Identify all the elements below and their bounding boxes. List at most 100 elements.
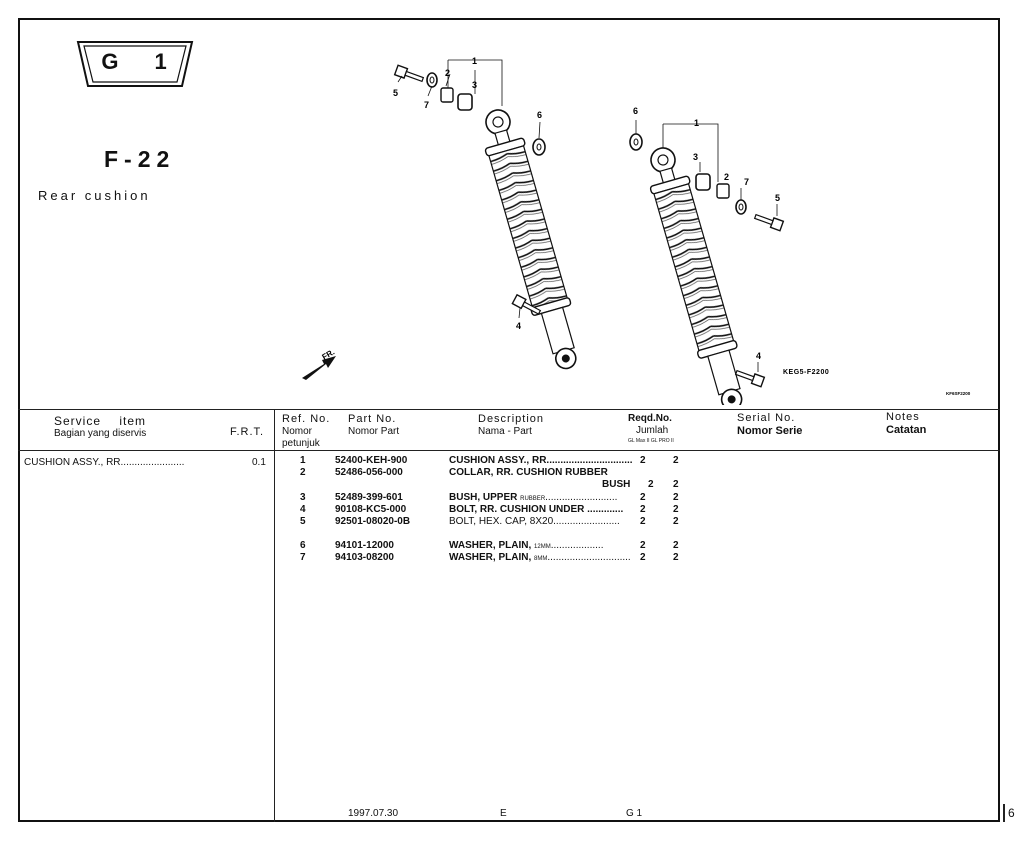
header-description: Description bbox=[478, 413, 545, 425]
header-notes-sub: Catatan bbox=[886, 424, 927, 436]
part-qty-1: 2 bbox=[640, 455, 646, 466]
callout-left-3: 3 bbox=[472, 80, 477, 90]
part-description: BOLT, RR. CUSHION UNDER ............. bbox=[449, 504, 624, 515]
part-description-note: RUBBER bbox=[520, 496, 546, 502]
footer-date: 1997.07.30 bbox=[348, 808, 399, 819]
footer-group: G 1 bbox=[626, 808, 643, 819]
part-description: CUSHION ASSY., RR.......................… bbox=[449, 455, 633, 466]
corner-code: KF6SF2200 bbox=[946, 391, 971, 396]
header-part-no: Part No. bbox=[348, 413, 397, 425]
part-number: 90108-KC5-000 bbox=[335, 504, 407, 515]
badge-letter: G bbox=[101, 49, 121, 74]
right-shock-absorber bbox=[649, 147, 743, 405]
service-item-frt: 0.1 bbox=[252, 457, 266, 468]
part-number: 52400-KEH-900 bbox=[335, 455, 408, 466]
header-reqd-no: Reqd.No. bbox=[628, 413, 672, 424]
part-description-note: 12MM bbox=[534, 544, 551, 550]
callout-right-3: 3 bbox=[693, 152, 698, 162]
header-service-item-sub: Bagian yang diservis bbox=[54, 428, 147, 439]
part-description: WASHER, PLAIN, 8MM......................… bbox=[449, 552, 631, 563]
right-hardware bbox=[629, 133, 785, 388]
page-frame bbox=[18, 18, 1000, 822]
group-badge-frame bbox=[76, 41, 194, 87]
left-hardware bbox=[393, 64, 546, 315]
part-qty-2: 2 bbox=[673, 455, 679, 466]
header-description-sub: Nama - Part bbox=[478, 426, 532, 437]
header-service-item: Service item bbox=[54, 414, 147, 428]
part-number: 94101-12000 bbox=[335, 540, 394, 551]
part-description: BOLT, HEX. CAP, 8X20....................… bbox=[449, 516, 620, 527]
callout-left-6: 6 bbox=[537, 110, 542, 120]
part-qty-1: 2 bbox=[640, 504, 646, 515]
part-ref: 2 bbox=[300, 467, 306, 478]
part-qty-2: 2 bbox=[673, 552, 679, 563]
part-qty-1: 2 bbox=[640, 540, 646, 551]
part-qty-1: 2 bbox=[640, 516, 646, 527]
table-header-rule bbox=[18, 450, 1000, 451]
page-number: 6 bbox=[1008, 806, 1015, 820]
header-part-no-sub: Nomor Part bbox=[348, 426, 400, 437]
part-description-cont: BUSH bbox=[602, 479, 631, 490]
part-ref: 7 bbox=[300, 552, 306, 563]
part-number: 52489-399-601 bbox=[335, 492, 403, 503]
callout-left-7: 7 bbox=[424, 100, 429, 110]
callout-right-7: 7 bbox=[744, 177, 749, 187]
header-serial-no: Serial No. bbox=[737, 412, 796, 424]
page-number-rule bbox=[1003, 804, 1005, 822]
callout-right-5: 5 bbox=[775, 193, 780, 203]
part-number: 92501-08020-0B bbox=[335, 516, 411, 527]
header-ref-no-sub1: Nomor bbox=[282, 426, 313, 437]
callout-right-1: 1 bbox=[694, 118, 699, 128]
part-description-dots: ................... bbox=[550, 540, 604, 551]
leader-lines bbox=[397, 59, 778, 372]
header-frt: F.R.T. bbox=[230, 426, 265, 438]
table-top-rule bbox=[18, 409, 1000, 410]
callout-right-2: 2 bbox=[724, 172, 729, 182]
right-callouts: 1 2 3 4 5 6 7 bbox=[633, 106, 780, 361]
part-ref: 4 bbox=[300, 504, 306, 515]
table-column-divider bbox=[274, 409, 275, 822]
part-ref: 6 bbox=[300, 540, 306, 551]
part-qty-2: 2 bbox=[673, 540, 679, 551]
part-qty-2: 2 bbox=[673, 492, 679, 503]
part-description-dots: .......................... bbox=[545, 492, 618, 503]
front-marker-label: FR. bbox=[321, 347, 337, 361]
callout-right-4: 4 bbox=[756, 351, 761, 361]
group-badge: G 1 bbox=[76, 40, 194, 84]
left-shock-absorber bbox=[484, 109, 577, 370]
badge-number: 1 bbox=[154, 49, 169, 74]
part-description: COLLAR, RR. CUSHION RUBBER bbox=[449, 467, 608, 478]
figure-code: F-22 bbox=[104, 146, 176, 172]
header-ref-no: Ref. No. bbox=[282, 413, 331, 425]
part-ref: 3 bbox=[300, 492, 306, 503]
header-reqd-no-sub: Jumlah bbox=[636, 425, 669, 436]
rear-cushion-diagram: FR. 1 2 3 4 5 6 7 1 2 3 4 5 6 7 KEG5-F22… bbox=[302, 56, 971, 405]
part-qty-1: 2 bbox=[640, 552, 646, 563]
footer-edition: E bbox=[500, 808, 507, 819]
part-description-main: WASHER, PLAIN, bbox=[449, 552, 532, 563]
callout-right-6: 6 bbox=[633, 106, 638, 116]
header-serial-no-sub: Nomor Serie bbox=[737, 425, 803, 437]
part-number: 52486-056-000 bbox=[335, 467, 403, 478]
part-ref: 1 bbox=[300, 455, 306, 466]
diagram-code: KEG5-F2200 bbox=[783, 369, 829, 376]
header-notes: Notes bbox=[886, 411, 920, 423]
callout-left-1: 1 bbox=[472, 56, 477, 66]
header-ref-no-sub2: petunjuk bbox=[282, 438, 320, 449]
part-description-note: 8MM bbox=[534, 556, 548, 562]
service-item-name: CUSHION ASSY., RR....................... bbox=[24, 457, 185, 468]
callout-left-4: 4 bbox=[516, 321, 521, 331]
part-description-dots: .............................. bbox=[547, 552, 631, 563]
figure-title: Rear cushion bbox=[38, 188, 151, 203]
part-qty-1: 2 bbox=[648, 479, 654, 490]
part-number: 94103-08200 bbox=[335, 552, 394, 563]
part-description: BUSH, UPPER RUBBER......................… bbox=[449, 492, 617, 503]
part-description: WASHER, PLAIN, 12MM................... bbox=[449, 540, 603, 551]
part-description-main: WASHER, PLAIN, bbox=[449, 540, 532, 551]
header-reqd-models: GL Max II GL PRO II bbox=[628, 438, 674, 444]
left-callouts: 1 2 3 4 5 6 7 bbox=[393, 56, 542, 331]
front-direction-arrow: FR. bbox=[302, 347, 336, 380]
part-description-main: BUSH, UPPER bbox=[449, 492, 518, 503]
part-qty-2: 2 bbox=[673, 479, 679, 490]
part-qty-1: 2 bbox=[640, 492, 646, 503]
